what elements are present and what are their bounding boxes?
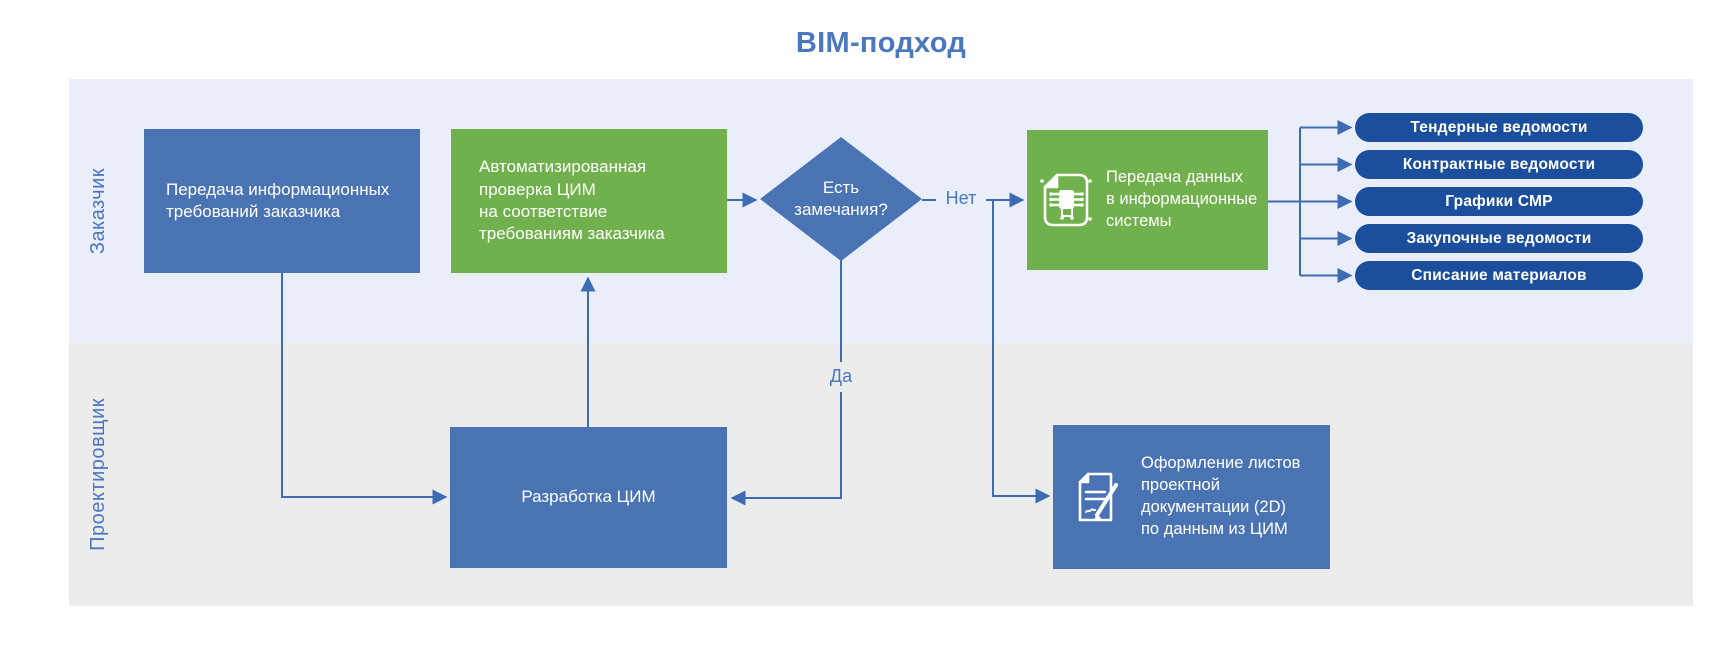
output-pill-smr-schedules: Графики СМР [1355, 187, 1643, 216]
node-automated-check: Автоматизированная проверка ЦИМ на соотв… [451, 129, 727, 273]
decision-diamond-shape [760, 137, 922, 261]
lane-designer: Проектировщик [69, 343, 1693, 606]
label-no: Нет [945, 188, 977, 208]
node-sheets-2d: Оформление листов проектной документации… [1053, 425, 1330, 569]
diagram-title: BIM-подход [795, 27, 967, 59]
node-requirements: Передача информационных требований заказ… [144, 129, 420, 273]
label-yes: Да [829, 366, 853, 386]
document-pen-icon [1078, 472, 1118, 522]
node-develop-cim: Разработка ЦИМ [450, 427, 727, 568]
lane-designer-label: Проектировщик [87, 398, 109, 551]
output-pill-tender: Тендерные ведомости [1355, 113, 1643, 142]
node-decision: Есть замечания? [760, 137, 922, 261]
chip-circuit-icon [1040, 173, 1092, 227]
output-pill-procurement: Закупочные ведомости [1355, 224, 1643, 253]
lane-customer-label: Заказчик [87, 167, 109, 255]
output-pill-writeoff: Списание материалов [1355, 261, 1643, 290]
output-pill-contract: Контрактные ведомости [1355, 150, 1643, 179]
node-data-transfer: Передача данных в информационные системы [1027, 130, 1268, 270]
